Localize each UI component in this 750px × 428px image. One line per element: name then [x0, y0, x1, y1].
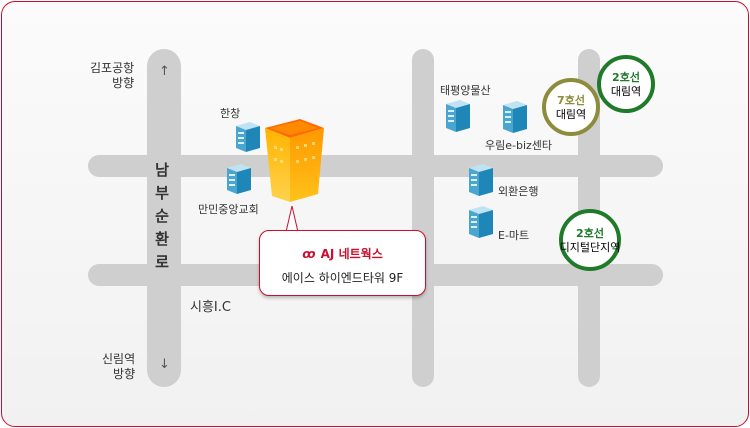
station-name: 대림역 — [610, 85, 642, 98]
interchange-label: 시흥I.C — [190, 300, 231, 315]
landmark-exchange-bank: 외환은행 — [498, 185, 539, 198]
road-vertical-middle — [412, 49, 434, 387]
building-icon-exchange-bank — [469, 164, 493, 196]
south-direction-place: 신림역 — [102, 352, 136, 366]
building-icon-hanchang — [236, 122, 260, 152]
station-name: 대림역 — [555, 108, 587, 121]
south-direction-label: 신림역 방향 — [102, 352, 135, 382]
company-brand-text: AJ 네트웍스 — [320, 247, 383, 261]
station-daerim-line7: 7호선 대림역 — [542, 78, 600, 136]
building-icon-woorim — [503, 101, 527, 133]
main-building-icon — [265, 119, 324, 202]
main-road-text: 남부순환로 — [155, 161, 169, 271]
road-nambu-sunhwan — [147, 49, 181, 387]
station-line: 2호선 — [612, 71, 640, 84]
company-callout: ꝏ AJ 네트웍스 에이스 하이엔드타워 9F — [259, 230, 426, 296]
aj-logo-icon: ꝏ — [302, 247, 316, 261]
building-icon-manmin — [227, 164, 251, 194]
building-icon-taepyeong — [446, 100, 470, 132]
north-direction-word: 방향 — [112, 76, 135, 90]
station-name: 디지털단지역 — [559, 241, 621, 254]
station-digital-complex: 2호선 디지털단지역 — [559, 209, 621, 271]
landmark-emart: E-마트 — [498, 229, 530, 242]
north-direction-place: 김포공항 — [90, 61, 135, 75]
building-icon-emart — [469, 206, 493, 238]
landmark-woorim: 우림e-biz센타 — [485, 139, 553, 152]
callout-pointer — [285, 206, 299, 232]
down-arrow-icon: ↓ — [159, 357, 170, 372]
company-address: 에이스 하이엔드타워 9F — [281, 271, 404, 285]
company-brand: ꝏ AJ 네트웍스 — [260, 243, 425, 262]
north-direction-label: 김포공항 방향 — [90, 61, 134, 91]
station-daerim-line2: 2호선 대림역 — [597, 55, 655, 113]
landmark-hanchang: 한창 — [220, 107, 241, 120]
landmark-manmin-church: 만민중앙교회 — [198, 203, 259, 216]
south-direction-word: 방향 — [113, 367, 136, 381]
station-line: 7호선 — [557, 94, 585, 107]
landmark-taepyeong: 태평양물산 — [440, 84, 491, 97]
up-arrow-icon: ↑ — [159, 64, 170, 79]
station-line: 2호선 — [576, 227, 604, 240]
main-road-label: 남부순환로 — [154, 159, 174, 274]
